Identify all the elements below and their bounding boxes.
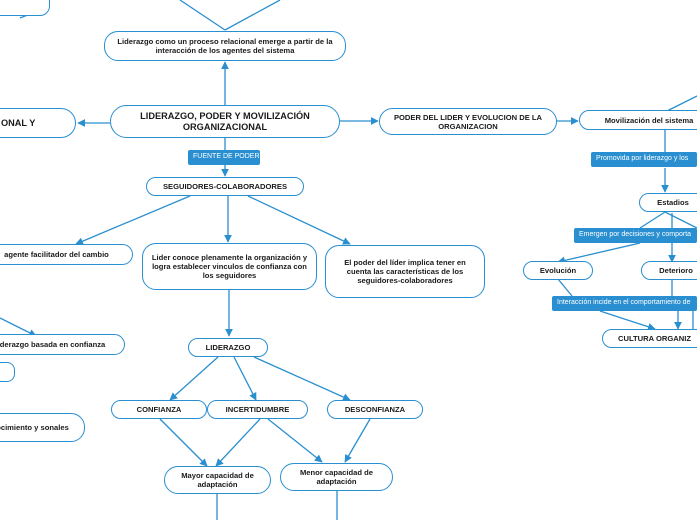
node-central[interactable]: LIDERAZGO, PODER Y MOVILIZACIÓN ORGANIZA… (110, 105, 340, 138)
connector (247, 195, 351, 245)
node-seguidores[interactable]: SEGUIDORES-COLABORADORES (146, 177, 304, 196)
node-lider-conoce[interactable]: Lider conoce plenamente la organización … (142, 243, 317, 290)
connector (233, 356, 257, 401)
connector (664, 211, 697, 229)
node-menor-capacidad[interactable]: Menor capacidad de adaptación (280, 463, 393, 491)
connector (179, 0, 226, 31)
node-desconfianza[interactable]: DESCONFIANZA (327, 400, 423, 419)
node-relational-process[interactable]: Liderazgo como un proceso relacional eme… (104, 31, 346, 61)
node-evolucion[interactable]: Evolución (523, 261, 593, 280)
node-incertidumbre[interactable]: INCERTIDUMBRE (207, 400, 308, 419)
node-liderazgo-confianza[interactable]: derazgo basada en confianza (0, 334, 125, 355)
node-cultura[interactable]: CULTURA ORGANIZ (602, 329, 697, 348)
node-liderazgo[interactable]: LIDERAZGO (188, 338, 268, 357)
node-deterioro[interactable]: Deterioro (641, 261, 697, 280)
node-agente-facilitador[interactable]: agente facilitador del cambio (0, 244, 133, 265)
node-conocimiento[interactable]: ocimiento y sonales (0, 413, 85, 442)
connector (75, 195, 191, 245)
connector (224, 0, 281, 31)
node-confianza[interactable]: CONFIANZA (111, 400, 207, 419)
partial-left-node[interactable] (0, 362, 15, 382)
connector (557, 278, 573, 297)
node-poder-lider[interactable]: PODER DEL LIDER Y EVOLUCION DE LA ORGANI… (379, 108, 557, 135)
connector (664, 95, 697, 113)
tag-fuente-poder[interactable]: FUENTE DE PODER (188, 150, 260, 165)
connector (0, 317, 37, 337)
tag-interaccion[interactable]: Interacción incide en el comportamiento … (552, 296, 697, 311)
connector (267, 418, 323, 463)
tag-promovida[interactable]: Promovida por liderazgo y los (591, 152, 697, 167)
node-left-partial[interactable]: ONAL Y (0, 108, 76, 138)
node-poder-implica[interactable]: El poder del líder implica tener en cuen… (325, 245, 485, 298)
partial-top-left-node[interactable] (0, 0, 50, 16)
node-estadios[interactable]: Estadios (639, 193, 697, 212)
connector (159, 418, 208, 467)
connector (639, 211, 666, 229)
connector (599, 310, 656, 331)
connector (557, 242, 641, 265)
connector (215, 418, 261, 467)
node-movilizacion[interactable]: Movilización del sistema (579, 110, 697, 130)
connector (344, 418, 371, 463)
node-mayor-capacidad[interactable]: Mayor capacidad de adaptación (164, 466, 271, 494)
tag-emergen[interactable]: Emergen por decisiones y comporta (574, 228, 697, 243)
connector (253, 356, 351, 401)
connector (169, 356, 219, 401)
